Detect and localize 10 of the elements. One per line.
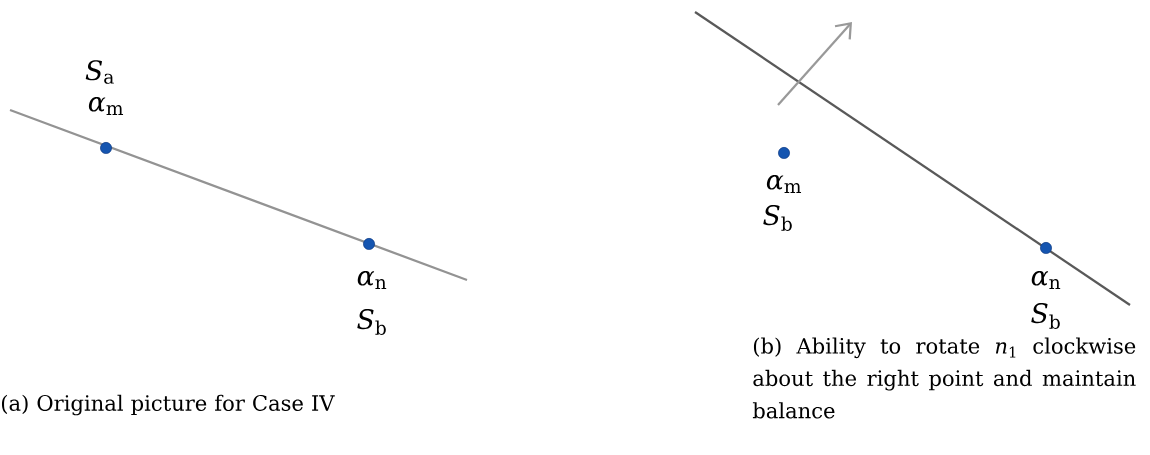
- caption: (b) Ability to rotate n$_{1}$ clockwise about the right point and maintain balance: [752, 337, 1136, 419]
- point-label: α$_{m}$: [88, 97, 124, 115]
- caption: (a) Original picture for Case IV: [1, 394, 335, 416]
- point-label: S$_{b}$: [763, 205, 792, 231]
- point-label: α$_{m}$: [766, 175, 802, 193]
- point-label: S$_{b}$: [357, 309, 386, 335]
- point-label: α$_{n}$: [1031, 271, 1061, 289]
- point-label: S$_{b}$: [1031, 303, 1060, 329]
- point-label: S$_{a}$: [85, 60, 114, 84]
- point-label: α$_{n}$: [357, 271, 387, 289]
